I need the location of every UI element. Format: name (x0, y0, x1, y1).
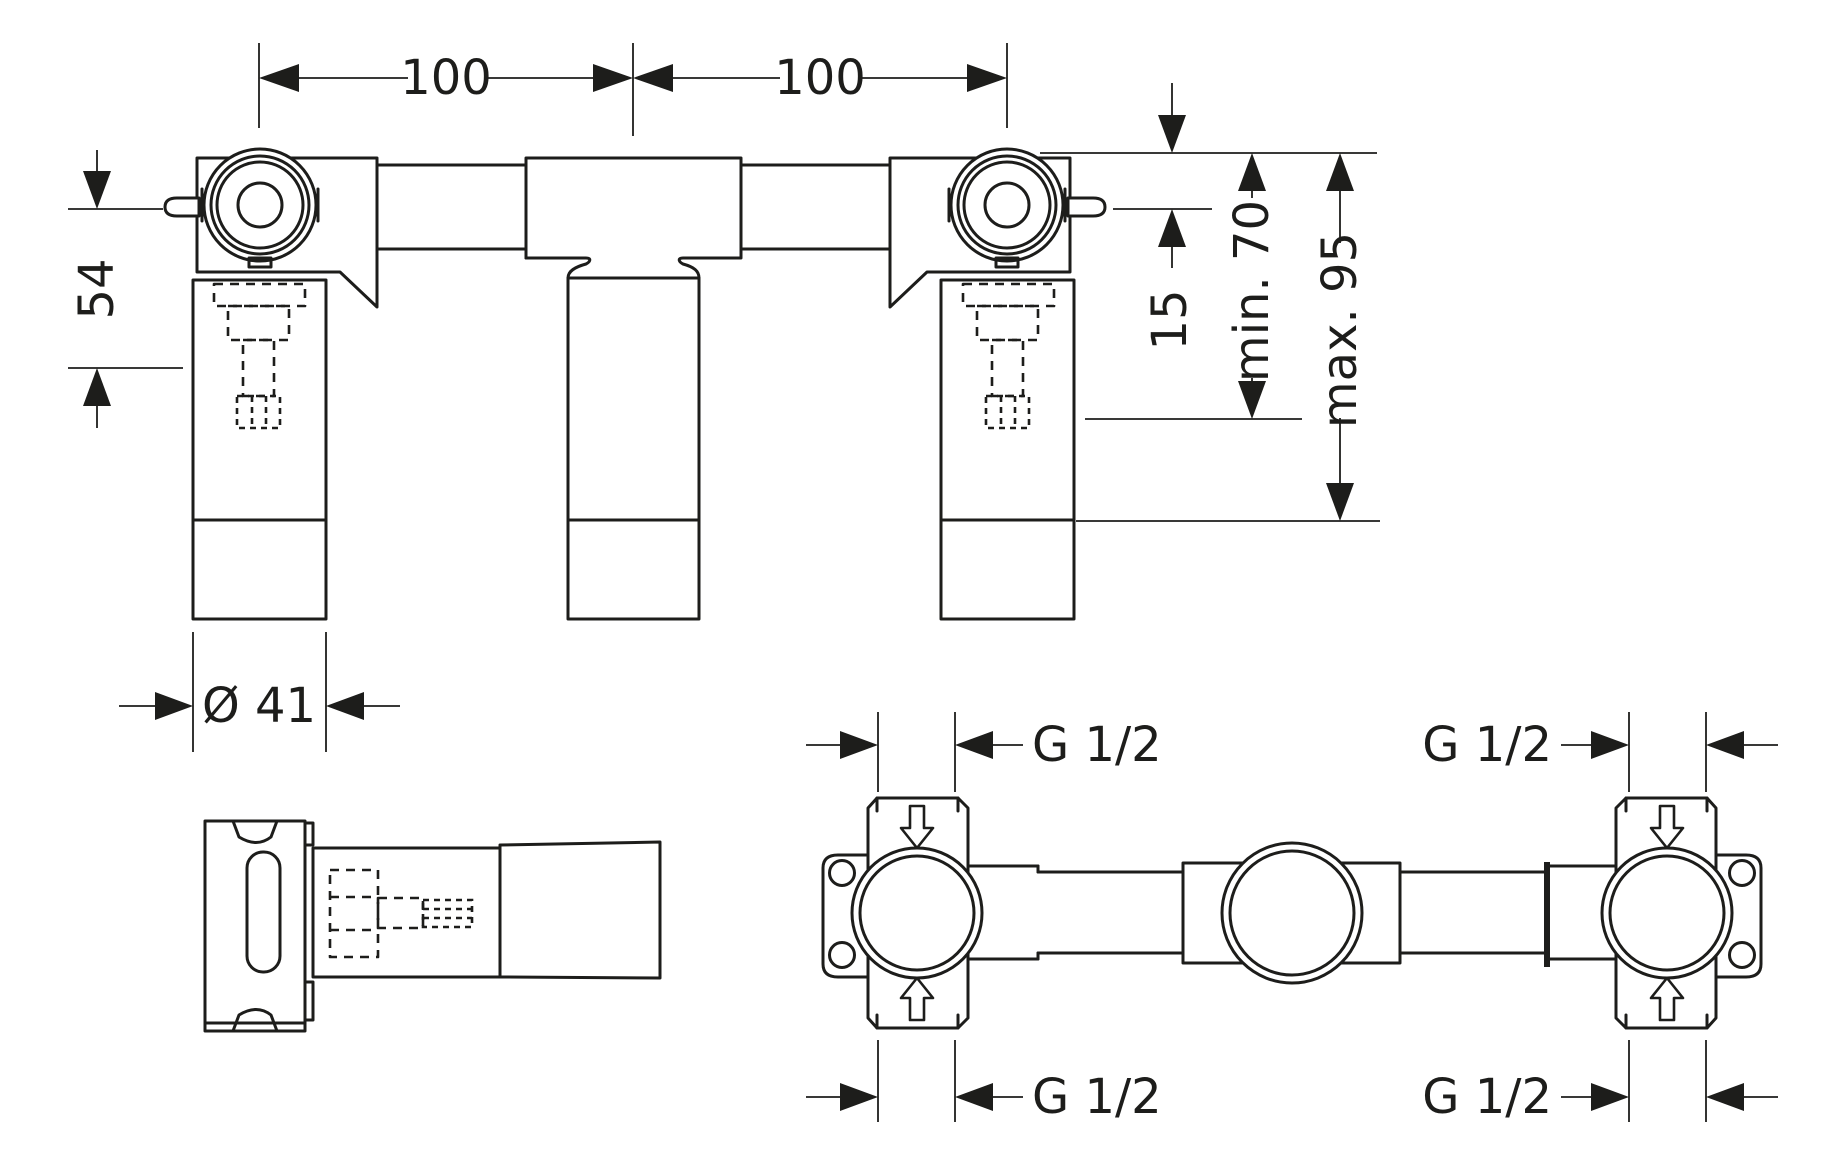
dim-arrow-down (1238, 381, 1266, 419)
dim-arrow-left (1706, 1083, 1744, 1111)
side-protection-cap (498, 840, 662, 980)
plan-right-sleeve-outer (1600, 846, 1734, 980)
plan-connections (966, 841, 1618, 985)
right-valve-ring (956, 154, 1058, 256)
right-valve-bore (983, 181, 1031, 229)
side-flange-tab-top (303, 821, 315, 847)
dim-arrow-down (1158, 115, 1186, 153)
left-valve-ring (209, 154, 311, 256)
thread-label: G 1/2 (1422, 1069, 1552, 1125)
plan-left-sleeve-inner (858, 854, 976, 972)
side-flange-top-notch (231, 819, 279, 844)
dim-spacing: 100 100 (258, 43, 1008, 136)
dim-arrow-right (840, 1083, 878, 1111)
flow-arrow-down (1649, 804, 1685, 850)
dim-spacing-left-label: 100 (400, 50, 492, 106)
screw-hole (828, 941, 856, 969)
plan-right-sleeve-inner (1608, 854, 1726, 972)
left-hidden-screw (212, 282, 307, 430)
plan-left-mounting-plate (821, 853, 870, 979)
side-body (311, 846, 502, 979)
screw-hole (828, 859, 856, 887)
thread-label: G 1/2 (1032, 717, 1162, 773)
dim-sleeve-diameter: Ø 41 (119, 632, 400, 752)
side-view (203, 819, 662, 1033)
dim-arrow-up (83, 368, 111, 406)
right-valve-ring-outer (949, 147, 1065, 263)
side-flange-tab-bottom (303, 980, 315, 1022)
front-view: 100 100 54 (68, 43, 1380, 752)
side-hidden-screw (328, 868, 474, 959)
dim-arrow-left (259, 64, 299, 92)
left-valve-ring-outer (202, 147, 318, 263)
dim-depth-max-label: max. 95 (1312, 232, 1368, 428)
dim-arrow-right (1591, 1083, 1629, 1111)
dim-thread-bottom-left: G 1/2 (806, 1040, 1162, 1125)
right-valve-ring-inner (962, 160, 1052, 250)
dim-pin-height: 54 (68, 150, 183, 428)
depth-reference-lines (1040, 152, 1380, 522)
dim-arrow-right (1591, 731, 1629, 759)
dim-arrow-right (155, 692, 193, 720)
left-body-plate (195, 156, 379, 309)
left-pin (163, 196, 201, 218)
plan-center-ring-outer (1220, 841, 1364, 985)
flow-arrow-up (1649, 976, 1685, 1022)
dim-pin-height-label: 54 (69, 258, 125, 319)
dim-thread-top-left: G 1/2 (806, 712, 1162, 792)
side-flange-slot (245, 850, 282, 974)
dim-arrow-up (1238, 153, 1266, 191)
flow-arrow-down (899, 804, 935, 850)
flow-arrow-up (899, 976, 935, 1022)
left-ring-tab (247, 256, 273, 269)
dim-arrow-down (1326, 483, 1354, 521)
side-flange-bottom-notch (231, 1008, 279, 1033)
screw-hole (1728, 941, 1756, 969)
dim-arrow-left (955, 731, 993, 759)
screw-hole (1728, 859, 1756, 887)
dim-depth-step: 15 (1142, 83, 1198, 351)
plan-left-sleeve-outer (850, 846, 984, 980)
left-valve-ring-inner (215, 160, 305, 250)
dim-arrow-left (955, 1083, 993, 1111)
right-body-plate (888, 156, 1072, 309)
dim-arrow-right (967, 64, 1007, 92)
left-leg (191, 278, 328, 621)
dim-arrow-up (1326, 153, 1354, 191)
plan-center-ring-inner (1228, 849, 1356, 977)
dim-arrow-center-left (593, 64, 633, 92)
dim-depth-min-label: min. 70 (1224, 200, 1280, 382)
right-pin (1066, 196, 1107, 218)
thread-label: G 1/2 (1422, 717, 1552, 773)
right-hidden-screw (961, 282, 1056, 430)
dim-arrow-left (1706, 731, 1744, 759)
right-ring-tab (994, 256, 1020, 269)
dim-sleeve-diameter-label: Ø 41 (202, 678, 316, 734)
side-flange (203, 819, 307, 1033)
center-leg (566, 276, 701, 621)
dim-arrow-down (83, 171, 111, 209)
plan-view: G 1/2 G 1/2 G 1/2 G 1/2 (806, 712, 1778, 1125)
dim-depth-step-label: 15 (1142, 289, 1198, 350)
plan-left-valve (821, 796, 984, 1030)
dim-depth-min: min. 70 (1224, 153, 1280, 419)
plan-right-mounting-plate (1714, 853, 1763, 979)
left-valve-body (163, 147, 379, 621)
dim-thread-top-right: G 1/2 (1422, 712, 1778, 792)
dim-thread-bottom-right: G 1/2 (1422, 1040, 1778, 1125)
right-leg (939, 278, 1076, 621)
dim-arrow-center-right (633, 64, 673, 92)
center-tee (524, 156, 743, 621)
dim-arrow-up (1158, 209, 1186, 247)
dim-spacing-right-label: 100 (774, 50, 866, 106)
dim-depth-max: max. 95 (1312, 153, 1368, 521)
dim-arrow-right (840, 731, 878, 759)
dim-arrow-left (326, 692, 364, 720)
thread-label: G 1/2 (1032, 1069, 1162, 1125)
left-valve-bore (236, 181, 284, 229)
plan-right-valve (1600, 796, 1763, 1030)
right-valve-body (888, 147, 1107, 621)
